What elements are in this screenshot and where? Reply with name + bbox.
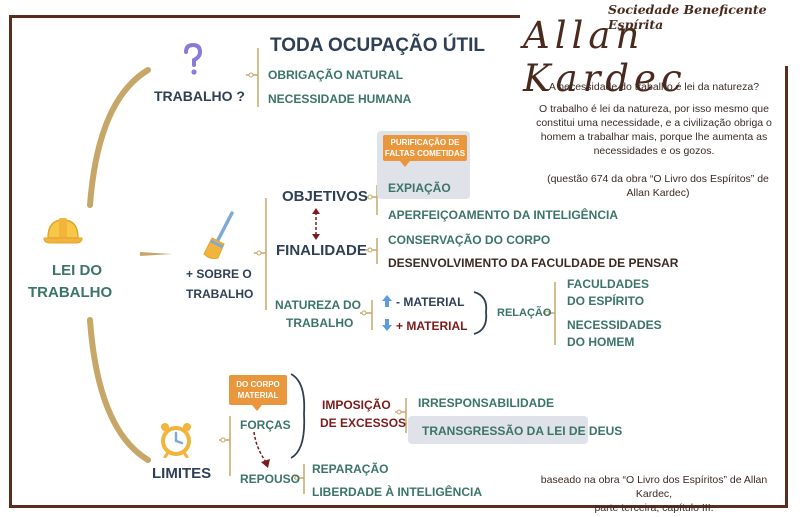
- purificacao-tag: PURIFICAÇÃO DE FALTAS COMETIDAS: [383, 135, 467, 161]
- transgressao-item: TRANSGRESSÃO DA LEI DE DEUS: [422, 424, 623, 438]
- finalidade-label: FINALIDADE: [276, 242, 367, 259]
- finalidade-item-conservacao: CONSERVAÇÃO DO CORPO: [388, 233, 551, 247]
- node-dot-natureza: [361, 310, 367, 316]
- faculdades-line2: DO ESPÍRITO: [567, 294, 645, 308]
- brand-org: Sociedade Beneficente Espírita: [608, 2, 767, 32]
- arc-to-trabalho: [87, 67, 151, 208]
- finalidade-item-desenvolvimento: DESENVOLVIMENTO DA FACULDADE DE PENSAR: [388, 256, 679, 270]
- arrow-down-icon: [382, 319, 392, 331]
- footer-note: baseado na obra “O Livro dos Espíritos” …: [528, 473, 780, 515]
- natureza-label-line2: TRABALHO: [286, 316, 354, 330]
- natureza-less-material: - MATERIAL: [396, 295, 465, 309]
- imposicao-line1: IMPOSIÇÃO: [322, 398, 391, 412]
- corpo-material-tag: DO CORPO MATERIAL: [229, 375, 287, 405]
- purificacao-tag-pointer: [400, 161, 410, 167]
- node-dot-objetivos: [367, 194, 373, 200]
- question-mark-icon: [184, 42, 203, 75]
- corpo-material-tag-line1: DO CORPO: [236, 380, 280, 389]
- reparacao-item: REPARAÇÃO: [312, 462, 389, 476]
- repouso-label: REPOUSO: [240, 472, 301, 486]
- quote-answer-line2: constitui uma necessidade, e a civilizaç…: [536, 117, 772, 129]
- purificacao-tag-line2: FALTAS COMETIDAS: [384, 149, 466, 158]
- corpo-material-tag-line2: MATERIAL: [237, 391, 279, 400]
- brand-signature: Allan Kardec: [523, 14, 687, 100]
- corpo-material-tag-pointer: [252, 405, 262, 411]
- relacao-label: RELAÇÃO: [497, 307, 552, 319]
- footer-note-line1: baseado na obra “O Livro dos Espíritos” …: [540, 474, 768, 500]
- node-dot-limites: [220, 437, 226, 443]
- brand-backdrop: [520, 0, 800, 66]
- imposicao-line2: DE EXCESSOS: [320, 416, 407, 430]
- natureza-label-line1: NATUREZA DO: [275, 298, 361, 312]
- natureza-more-material: + MATERIAL: [396, 319, 468, 333]
- diagram-frame: [9, 15, 788, 508]
- purificacao-tag-line1: PURIFICAÇÃO DE: [390, 138, 460, 147]
- node-dot-imposicao: [396, 409, 402, 415]
- liberdade-item: LIBERDADE À INTELIGÊNCIA: [312, 485, 483, 499]
- objetivos-item-aperfeicoamento: APERFEIÇOAMENTO DA INTELIGÊNCIA: [388, 208, 619, 222]
- objetivos-label: OBJETIVOS: [282, 188, 368, 205]
- node-dot-trabalho: [248, 72, 254, 78]
- quote-answer-line3: homem a trabalhar mais, porque lhe aumen…: [540, 131, 768, 143]
- node-dot-relacao: [544, 310, 550, 316]
- trabalho-label: TRABALHO ?: [154, 88, 245, 104]
- limites-label: LIMITES: [152, 465, 212, 482]
- brace-material: [473, 291, 488, 335]
- trabalho-item-necessidade: NECESSIDADE HUMANA: [268, 92, 412, 106]
- necessidades-line1: NECESSIDADES: [567, 318, 662, 332]
- arrow-up-icon: [382, 295, 392, 307]
- footer-note-line2: parte terceira, capítulo III.: [594, 502, 714, 514]
- arrow-to-sobre: [140, 252, 172, 256]
- node-dot-repouso: [294, 475, 300, 481]
- node-dot-finalidade: [367, 247, 373, 253]
- arrowhead-repouso: [261, 459, 270, 468]
- arrowhead-down: [312, 234, 320, 240]
- forcas-label: FORÇAS: [240, 418, 291, 432]
- quote-answer: O trabalho é lei da natureza, por isso m…: [528, 102, 780, 158]
- trabalho-item-obrigacao: OBRIGAÇÃO NATURAL: [268, 68, 404, 82]
- trabalho-title: TODA OCUPAÇÃO ÚTIL: [270, 35, 485, 56]
- root-label-line1: LEI DO: [52, 262, 103, 279]
- necessidades-line2: DO HOMEM: [567, 335, 635, 349]
- quote-answer-line1: O trabalho é lei da natureza, por isso m…: [539, 103, 769, 115]
- broom-icon: [203, 211, 234, 259]
- arrowhead-up: [312, 208, 320, 214]
- brace-forcas: [290, 373, 306, 459]
- objetivos-item-expiacao: EXPIAÇÃO: [388, 181, 451, 195]
- quote-answer-line4: necessidades e os gozos.: [593, 145, 715, 157]
- irresponsabilidade-item: IRRESPONSABILIDADE: [418, 396, 555, 410]
- root-label-line2: TRABALHO: [28, 284, 113, 301]
- quote-source: (questão 674 da obra “O Livro dos Espíri…: [540, 172, 776, 200]
- quote-source-line1: (questão 674 da obra “O Livro dos Espíri…: [547, 173, 769, 185]
- quote-source-line2: Allan Kardec): [626, 187, 690, 199]
- transgressao-highlight: [408, 416, 588, 444]
- arc-to-limites: [87, 317, 151, 463]
- sobre-label-line2: TRABALHO: [186, 287, 254, 301]
- hard-hat-icon: [43, 218, 83, 244]
- node-dot-sobre: [256, 250, 262, 256]
- dashed-arrow-forcas-repouso: [253, 431, 267, 463]
- alarm-clock-icon: [161, 423, 191, 458]
- sobre-label-line1: + SOBRE O: [186, 267, 252, 281]
- quote-question: A necessidade do trabalho é lei da natur…: [548, 81, 760, 93]
- faculdades-line1: FACULDADES: [567, 277, 650, 291]
